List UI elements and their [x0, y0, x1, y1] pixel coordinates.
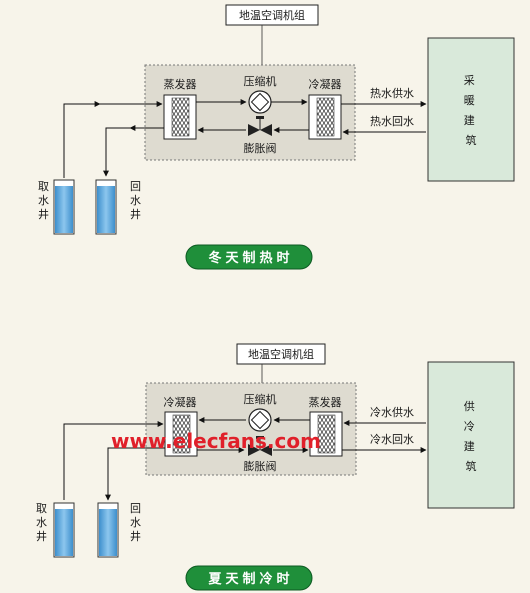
condenser-coil-icon	[172, 414, 191, 454]
compressor-label: 压缩机	[244, 74, 277, 88]
cold-return-label: 冷水回水	[370, 433, 414, 446]
watermark: www.elecfans.com	[111, 429, 321, 453]
compressor-icon	[248, 90, 272, 114]
winter-mode-label: 冬天制热时	[208, 250, 293, 266]
expansion-valve-label: 膨胀阀	[244, 459, 277, 473]
unit-title-box	[225, 4, 319, 26]
condenser-coil-icon	[316, 97, 335, 137]
condenser-label: 冷凝器	[309, 77, 342, 91]
expansion-valve-label: 膨胀阀	[244, 141, 277, 155]
return-well-label: 回 水 井	[130, 502, 145, 543]
unit-title: 地温空调机组	[248, 347, 314, 361]
intake-well-label: 取 水 井	[36, 502, 51, 543]
intake-well-water	[55, 186, 73, 233]
heating-building	[427, 37, 515, 182]
evaporator-coil-icon	[317, 414, 336, 454]
summer-mode-badge	[185, 565, 313, 591]
hot-return-label: 热水回水	[370, 115, 414, 128]
condenser-label: 冷凝器	[164, 395, 197, 409]
compressor-icon	[248, 408, 272, 432]
cooling-building	[427, 361, 515, 509]
cooling-building-label: 供 冷 建 筑	[464, 399, 479, 473]
evaporator-coil-icon	[171, 97, 190, 137]
summer-section: 地温空调机组 冷凝器 蒸发器 压缩机 膨胀阀 取	[36, 343, 515, 591]
hot-supply-label: 热水供水	[370, 86, 414, 100]
unit-title: 地温空调机组	[239, 8, 305, 22]
heating-building-label: 采 暖 建 筑	[464, 74, 479, 147]
intake-well-label: 取 水 井	[38, 180, 53, 221]
intake-well-water	[55, 509, 73, 556]
cold-supply-label: 冷水供水	[370, 405, 414, 419]
return-well-water	[97, 186, 115, 233]
return-well-water	[99, 509, 117, 556]
winter-section: 地温空调机组 蒸发器 冷凝器 压缩机 膨胀阀	[38, 4, 515, 270]
evaporator-label: 蒸发器	[309, 395, 342, 409]
compressor-label: 压缩机	[244, 392, 277, 406]
evaporator-label: 蒸发器	[164, 77, 197, 91]
unit-title-box	[236, 343, 326, 365]
winter-mode-badge	[185, 244, 313, 270]
return-well-label: 回 水 井	[130, 180, 145, 221]
summer-mode-label: 夏天制冷时	[207, 571, 293, 587]
